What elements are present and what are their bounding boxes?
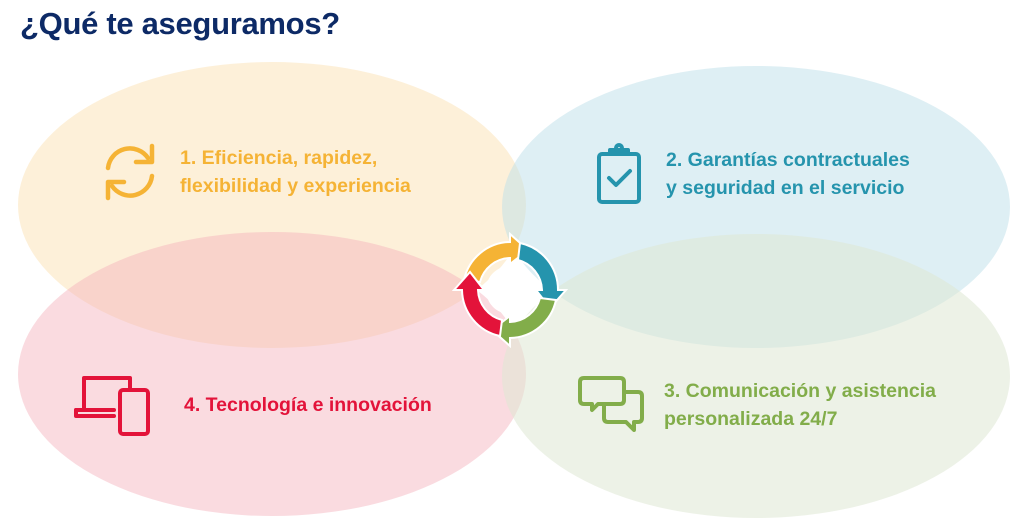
item-efficiency: 1. Eficiencia, rapidez, flexibilidad y e… [98,140,411,204]
chat-bubbles-icon [578,376,644,432]
item-efficiency-line2: flexibilidad y experiencia [180,175,411,197]
cycle-arrows-icon [452,232,568,348]
item-guarantees-line1: 2. Garantías contractuales [666,149,910,171]
ellipse-technology [18,232,526,516]
ellipse-efficiency [18,62,526,348]
item-guarantees-line2: y seguridad en el servicio [666,177,905,199]
item-technology: 4. Tecnología e innovación [74,374,432,436]
item-efficiency-line1: 1. Eficiencia, rapidez, [180,147,378,169]
item-communication-line1: 3. Comunicación y asistencia [664,380,937,402]
item-communication: 3. Comunicación y asistencia personaliza… [578,374,936,436]
item-technology-label: 4. Tecnología e innovación [184,394,432,416]
clipboard-check-icon [597,143,641,204]
item-guarantees: 2. Garantías contractuales y seguridad e… [596,142,910,206]
item-communication-line2: personalizada 24/7 [664,408,838,430]
page-title: ¿Qué te aseguramos? [20,6,340,41]
refresh-icon [105,143,155,201]
laptop-tablet-icon [74,376,150,436]
